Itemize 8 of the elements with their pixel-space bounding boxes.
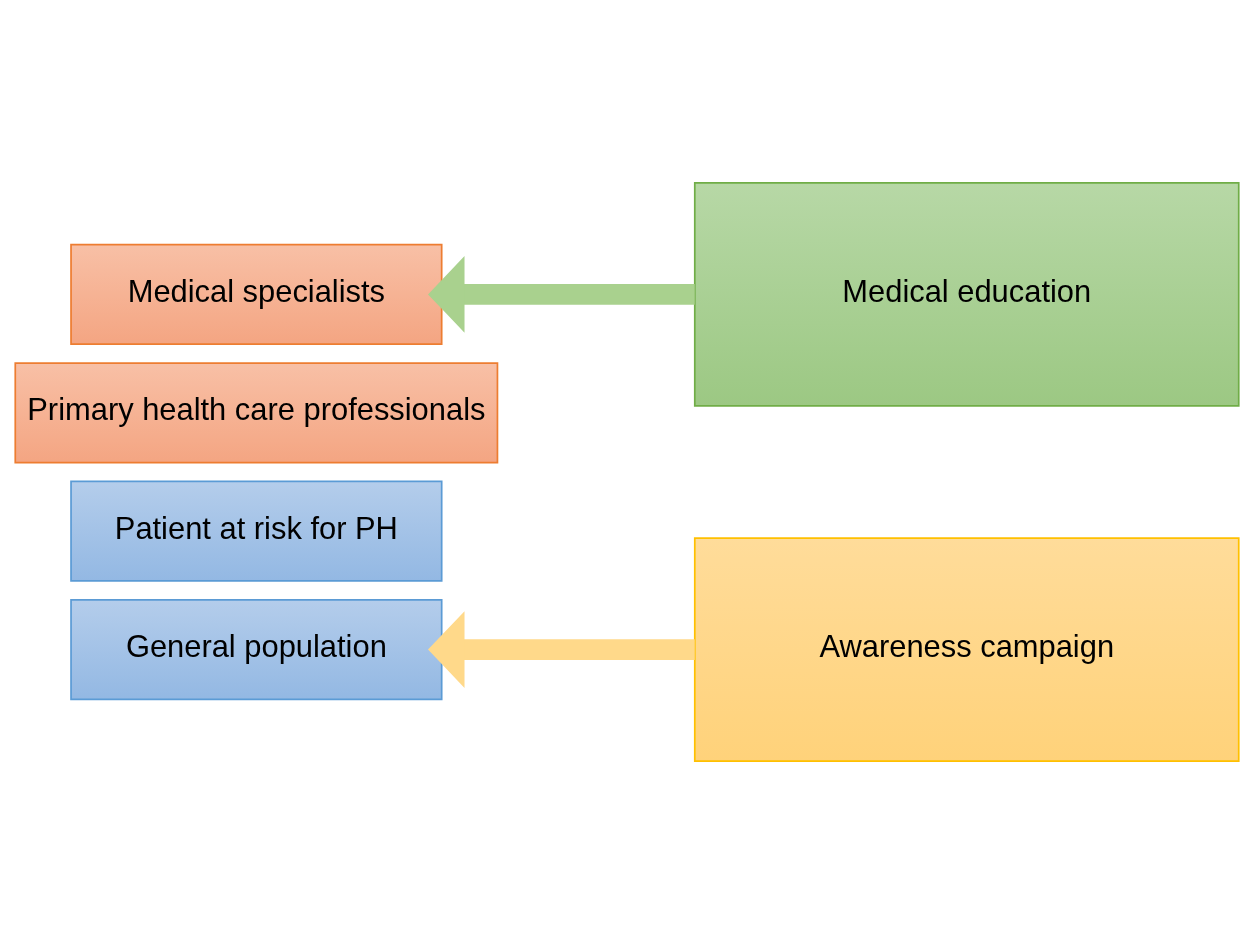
node-box: Medical education — [693, 181, 1240, 407]
node-box: General population — [70, 598, 443, 700]
arrow — [428, 255, 695, 333]
arrow — [428, 610, 695, 688]
node-box: Awareness campaign — [693, 536, 1240, 762]
node-box: Medical specialists — [70, 243, 443, 345]
node-box: Patient at risk for PH — [70, 480, 443, 582]
node-box: Primary health care professionals — [14, 361, 499, 463]
